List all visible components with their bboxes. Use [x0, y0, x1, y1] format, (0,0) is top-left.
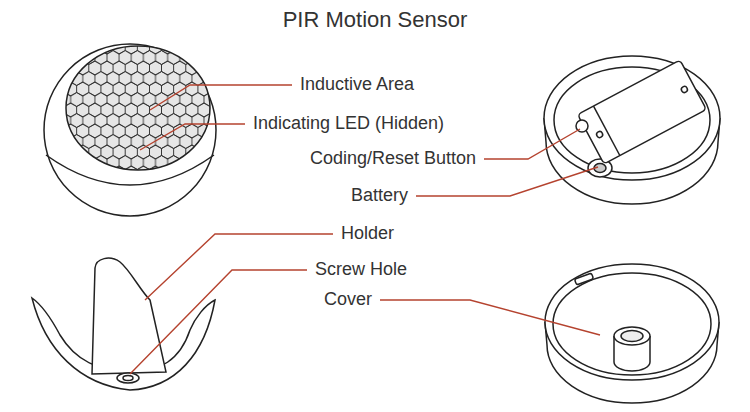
leader-line — [130, 270, 307, 374]
part-label: Indicating LED (Hidden) — [253, 114, 444, 134]
leader-line — [380, 300, 600, 335]
leader-line — [150, 85, 292, 110]
leader-line — [145, 234, 333, 300]
leader-line — [140, 124, 245, 150]
sensor-body — [44, 44, 216, 216]
cover-part — [545, 264, 719, 403]
leader-line — [484, 129, 580, 159]
part-label: Holder — [341, 224, 394, 244]
part-label: Battery — [351, 186, 408, 206]
holder-bracket — [32, 258, 215, 390]
part-label: Cover — [324, 290, 372, 310]
part-label: Screw Hole — [315, 260, 407, 280]
part-label: Inductive Area — [300, 75, 414, 95]
part-label: Coding/Reset Button — [310, 149, 476, 169]
diagram-title: PIR Motion Sensor — [283, 8, 468, 32]
leader-lines — [130, 85, 600, 374]
leader-line — [416, 167, 598, 196]
sensor-back — [544, 56, 720, 204]
